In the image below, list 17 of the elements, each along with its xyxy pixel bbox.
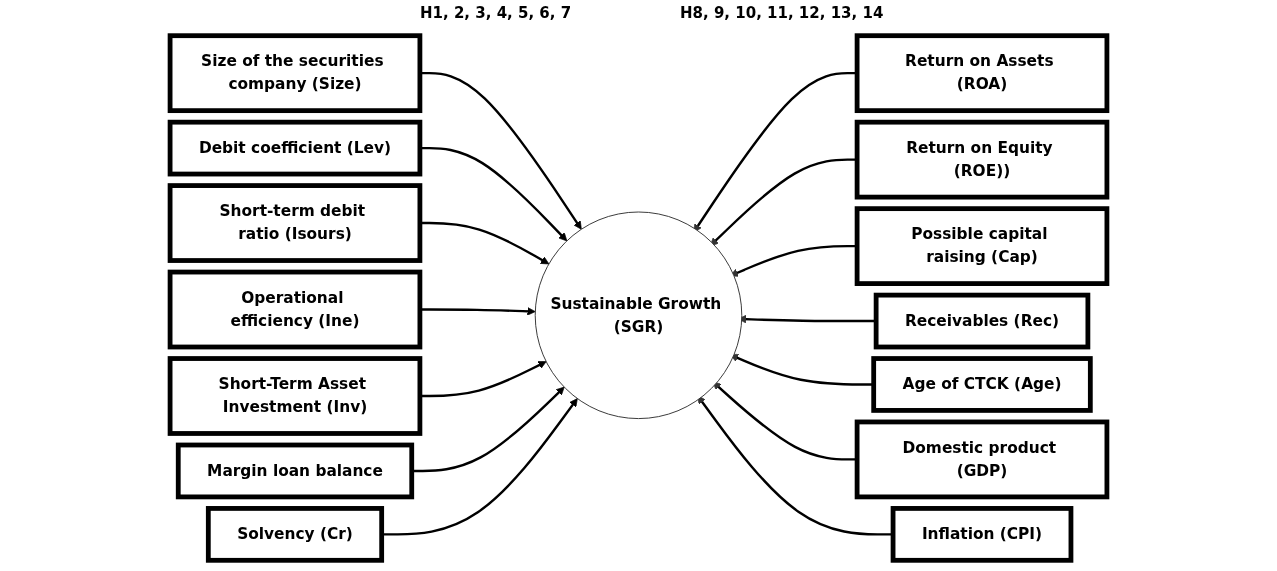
node-box: Return on Equity (ROE)) <box>854 119 1110 200</box>
node-box: Possible capital raising (Cap) <box>854 206 1110 286</box>
hypothesis-label: H1, 2, 3, 4, 5, 6, 7 <box>420 4 572 22</box>
node-box: Size of the securities company (Size) <box>167 33 423 114</box>
node-box: Domestic product (GDP) <box>854 419 1110 500</box>
node-box: Age of CTCK (Age) <box>871 356 1093 413</box>
node-box: Return on Assets (ROA) <box>854 33 1110 114</box>
node-box: Short-Term Asset Investment (Inv) <box>167 356 423 436</box>
hypothesis-label: H8, 9, 10, 11, 12, 13, 14 <box>680 4 884 22</box>
node-box: Short-term debit ratio (Isours) <box>167 183 423 263</box>
node-box: Inflation (CPI) <box>890 506 1074 563</box>
node-box: Solvency (Cr) <box>205 506 385 563</box>
node-box: Operational efficiency (Ine) <box>167 269 423 350</box>
node-circle: Sustainable Growth (SGR) <box>534 211 743 420</box>
node-box: Receivables (Rec) <box>873 292 1091 350</box>
node-box: Debit coefficient (Lev) <box>167 119 423 177</box>
node-box: Margin loan balance <box>175 442 415 500</box>
